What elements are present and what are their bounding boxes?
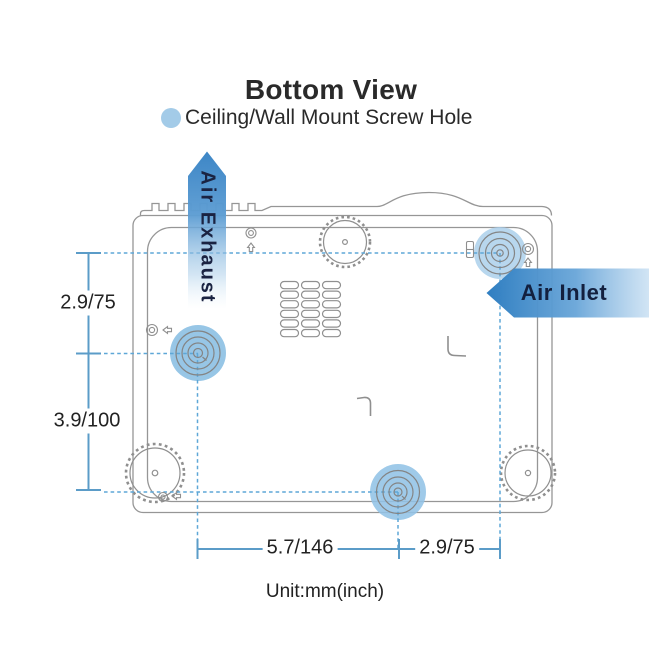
outer-shell	[132, 214, 553, 514]
dim-label-left-bottom: 3.9/100	[49, 408, 125, 434]
up-arrow-icon	[246, 242, 256, 253]
left-arrow-icon	[171, 491, 182, 501]
unit-note: Unit:mm(inch)	[265, 581, 385, 602]
vent-grid	[279, 280, 342, 338]
corner-brackets	[356, 336, 467, 416]
page-title: Bottom View	[244, 74, 418, 105]
screw-hole-marker-middle-left	[175, 330, 221, 376]
adjustment-foot-top-center	[318, 215, 372, 269]
adjustment-foot-bottom-left	[124, 442, 186, 504]
inner-base-plate	[146, 226, 539, 503]
air-inlet-label: Air Inlet	[520, 280, 608, 305]
dim-label-bottom-right: 2.9/75	[415, 535, 479, 561]
dim-label-left-top: 2.9/75	[56, 290, 120, 316]
top-profile	[139, 191, 553, 216]
air-exhaust-arrow	[188, 151, 226, 309]
adjustment-foot-bottom-right	[499, 444, 557, 502]
air-inlet-arrow	[486, 268, 649, 318]
up-arrow-icon	[523, 257, 533, 268]
dimension-lines-left	[76, 252, 101, 491]
legend: Ceiling/Wall Mount Screw Hole	[161, 106, 473, 130]
body-outline	[132, 191, 553, 514]
air-exhaust-label: Air Exhaust	[196, 170, 219, 304]
legend-label: Ceiling/Wall Mount Screw Hole	[185, 106, 473, 129]
screw-hole-marker-bottom-center	[375, 469, 421, 515]
screw-hole-legend-icon	[161, 108, 181, 128]
dim-label-bottom-left: 5.7/146	[262, 535, 338, 561]
screw-hole-marker-top-right	[478, 231, 522, 275]
small-screw-details	[145, 227, 535, 503]
left-arrow-icon	[162, 325, 173, 335]
